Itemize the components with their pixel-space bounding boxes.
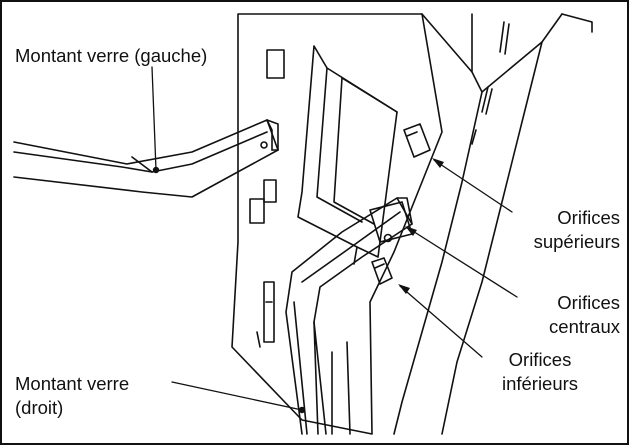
label-left-upright-text: Montant verre (gauche) [15,45,208,66]
label-lower-holes-line1: Orifices [508,349,572,370]
leader-dot-left-bottom [298,406,306,414]
panel-hole [263,179,277,203]
leader-left-top [151,66,157,171]
label-right-upright-line2: (droit) [15,397,64,418]
cabinet-panel [231,13,443,435]
inner-frame [297,45,398,258]
panel-slot [263,281,275,343]
leader-central [407,227,518,298]
rail-slot [499,21,505,53]
label-central-holes-line2: centraux [549,316,620,337]
label-lower-holes: Orifices inférieurs [480,348,600,396]
label-right-upright: Montant verre (droit) [15,372,129,420]
leader-lower [399,285,483,358]
arrowhead-upper [432,158,444,168]
panel-hole [249,198,265,224]
panel-hole [266,49,285,79]
label-central-holes: Orifices centraux [500,291,620,339]
lower-hole [371,257,393,285]
leader-left-bottom [171,381,303,411]
arrowhead-central [405,226,417,236]
arrowhead-lower [398,284,410,294]
label-left-upright: Montant verre (gauche) [15,44,207,68]
label-upper-holes: Orifices supérieurs [500,206,620,254]
leader-dot-left-top [152,166,160,174]
label-lower-holes-line2: inférieurs [501,373,579,394]
left-upright-hole [260,141,268,149]
label-right-upright-line1: Montant verre [15,373,130,394]
label-central-holes-line1: Orifices [557,292,620,313]
right-rail [421,13,563,93]
label-upper-holes-line2: supérieurs [533,231,620,252]
leader-upper [433,159,513,213]
right-upright [285,197,413,435]
label-upper-holes-line1: Orifices [557,207,620,228]
upper-hole [403,123,431,158]
